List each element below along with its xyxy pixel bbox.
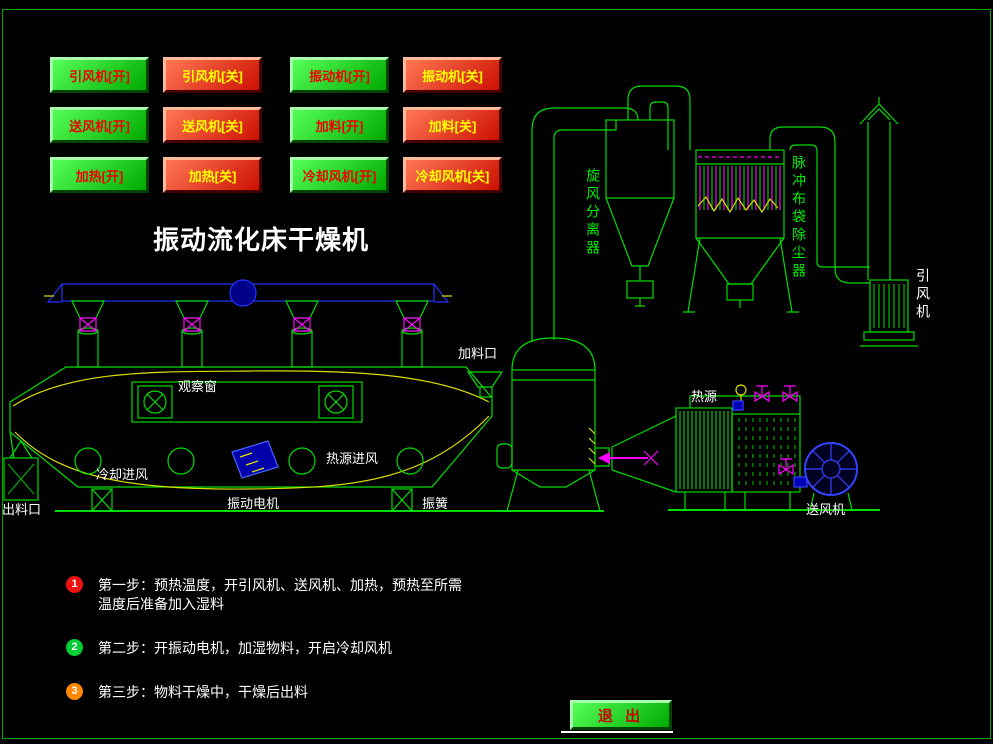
supply-fan-label: 送风机	[806, 502, 846, 517]
exit-button[interactable]: 退 出	[570, 700, 672, 730]
dryer-manifold	[44, 279, 452, 307]
heat-air-inlet-label: 热源进风	[326, 451, 379, 466]
heater-off-button[interactable]: 加热[关]	[163, 157, 262, 193]
vibration-motor-icon	[231, 440, 279, 479]
feeder-off-button[interactable]: 加料[关]	[403, 107, 502, 143]
heat-source-unit	[598, 384, 808, 493]
heat-source-label: 热源	[691, 389, 718, 404]
step-3-badge: 3	[66, 683, 83, 700]
discharge-port-label: 出料口	[2, 502, 42, 517]
pipe-bagfilter-to-fan	[769, 126, 870, 284]
induced-draft-fan-icon	[860, 279, 918, 347]
pipe-cyclone-to-bagfilter	[627, 85, 691, 150]
step-2-badge: 2	[66, 639, 83, 656]
cooling-fan-off-button[interactable]: 冷却风机[关]	[403, 157, 502, 193]
heater-on-button[interactable]: 加热[开]	[50, 157, 149, 193]
vibration-spring-label: 振簧	[422, 496, 449, 511]
hot-air-arrow-icon	[598, 450, 659, 466]
riser-valve-icons	[79, 317, 421, 332]
discharge-box	[3, 431, 39, 501]
heat-valve-icons	[754, 385, 798, 476]
induced-fan-on-button[interactable]: 引风机[开]	[50, 57, 149, 93]
supply-fan-on-button[interactable]: 送风机[开]	[50, 107, 149, 143]
riser-ducts	[71, 300, 429, 368]
step-1-text: 第一步：预热温度，开引风机、送风机、加热，预热至所需 温度后准备加入湿料	[98, 577, 462, 612]
step-3-text: 第三步：物料干燥中，干燥后出料	[98, 684, 308, 700]
scrubber-vessel	[496, 337, 610, 512]
dryer-body	[3, 366, 604, 512]
observation-window-label: 观察窗	[178, 379, 218, 394]
supply-fan-off-button[interactable]: 送风机[关]	[163, 107, 262, 143]
feeder-on-button[interactable]: 加料[开]	[290, 107, 389, 143]
feed-funnel	[466, 371, 504, 398]
equipment-bases	[668, 492, 880, 511]
bag-filter	[683, 149, 799, 313]
supply-fan-icon	[804, 442, 858, 511]
exit-underline	[561, 731, 673, 733]
pulse-bag-filter-label: 脉冲布袋除尘器	[791, 155, 807, 281]
feed-port-label: 加料口	[458, 346, 498, 361]
cyclone-separator	[605, 119, 675, 307]
induced-draft-fan-label: 引风机	[915, 268, 931, 322]
vibrator-on-button[interactable]: 振动机[开]	[290, 57, 389, 93]
cooling-air-inlet-label: 冷却进风	[96, 467, 149, 482]
step-1-badge: 1	[66, 576, 83, 593]
pipe-vessel-to-cyclone	[531, 107, 639, 342]
cyclone-separator-label: 旋风分离器	[585, 168, 601, 258]
step-2-text: 第二步：开振动电机，加湿物料，开启冷却风机	[98, 640, 392, 656]
exhaust-stack	[859, 97, 899, 280]
vibrator-off-button[interactable]: 振动机[关]	[403, 57, 502, 93]
page-title: 振动流化床干燥机	[153, 225, 370, 255]
cooling-fan-on-button[interactable]: 冷却风机[开]	[290, 157, 389, 193]
induced-fan-off-button[interactable]: 引风机[关]	[163, 57, 262, 93]
vibration-motor-label: 振动电机	[227, 496, 280, 511]
